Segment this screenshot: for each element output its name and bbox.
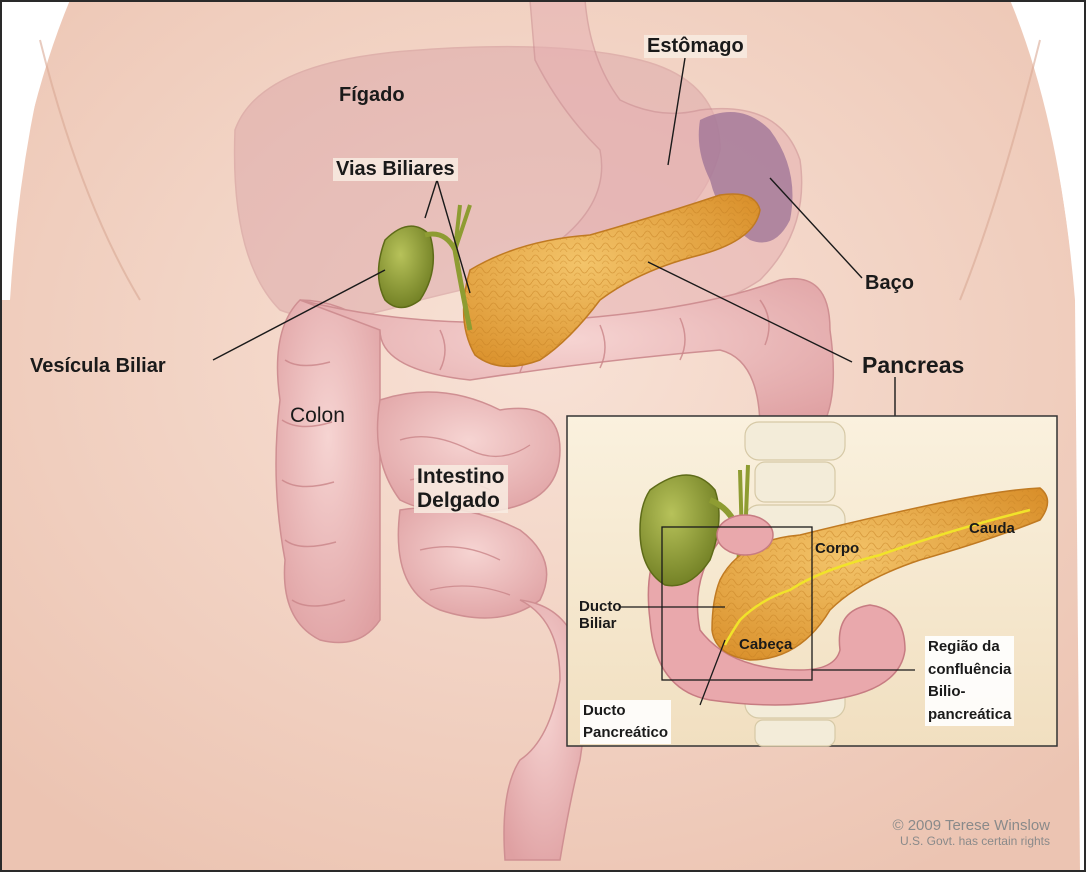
label-cabeca: Cabeça <box>739 636 792 653</box>
label-regiao-line3: Bilio- <box>928 681 1011 704</box>
label-intestino-delgado-line2: Delgado <box>417 489 505 513</box>
credit-line2: U.S. Govt. has certain rights <box>830 835 1050 848</box>
label-regiao-line2: confluência <box>928 659 1011 682</box>
label-vias-biliares: Vias Biliares <box>333 158 458 181</box>
label-corpo: Corpo <box>815 540 859 557</box>
label-ducto-pancreatico-line1: Ducto <box>583 700 668 722</box>
label-regiao-confluencia: Região da confluência Bilio- pancreática <box>925 636 1014 726</box>
label-regiao-line4: pancreática <box>928 704 1011 727</box>
label-baco: Baço <box>865 272 914 295</box>
label-figado: Fígado <box>339 84 405 107</box>
label-cauda: Cauda <box>969 520 1015 537</box>
label-colon: Colon <box>290 404 345 428</box>
label-estomago: Estômago <box>644 35 747 58</box>
label-regiao-line1: Região da <box>928 636 1011 659</box>
label-intestino-delgado-line1: Intestino <box>417 465 505 489</box>
label-ducto-biliar: Ducto Biliar <box>579 598 622 633</box>
label-ducto-pancreatico: Ducto Pancreático <box>580 700 671 744</box>
copyright-credit: © 2009 Terese Winslow U.S. Govt. has cer… <box>830 818 1050 848</box>
label-ducto-pancreatico-line2: Pancreático <box>583 722 668 744</box>
label-ducto-biliar-line1: Ducto <box>579 598 622 615</box>
credit-line1: © 2009 Terese Winslow <box>830 818 1050 835</box>
label-intestino-delgado: Intestino Delgado <box>414 465 508 513</box>
label-pancreas: Pancreas <box>862 352 964 378</box>
label-ducto-biliar-line2: Biliar <box>579 615 622 632</box>
label-vesicula-biliar: Vesícula Biliar <box>30 355 166 378</box>
